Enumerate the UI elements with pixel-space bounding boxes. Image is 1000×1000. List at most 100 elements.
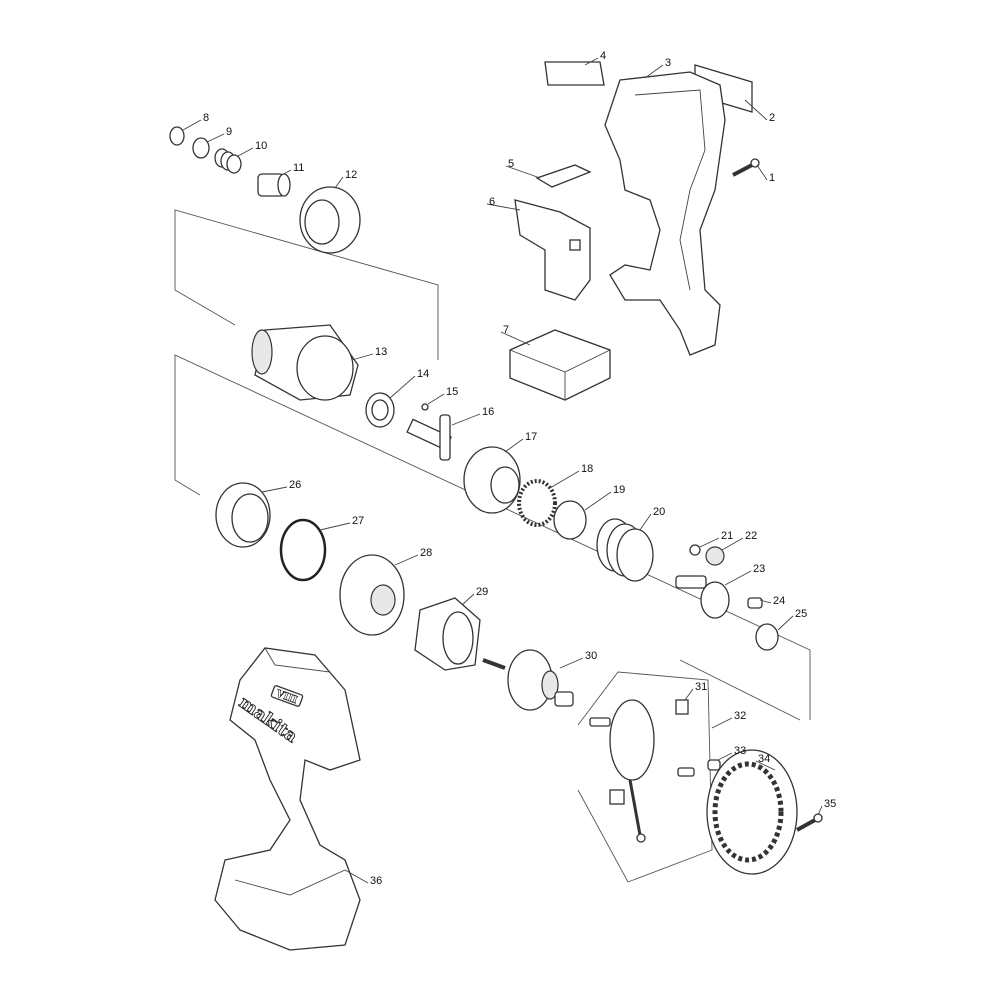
part-34-rear-cover [706, 749, 798, 875]
part-label-6: 6 [489, 196, 495, 208]
part-22-spur-gear [705, 546, 725, 566]
part-36-housing-set: VIII makita [214, 647, 361, 951]
leader-line-14 [389, 375, 416, 399]
part-label-1: 1 [769, 172, 775, 184]
leader-line-9 [206, 133, 225, 143]
leader-line-8 [182, 119, 202, 131]
part-17-hammer [463, 446, 521, 514]
leader-line-12 [334, 176, 344, 189]
part-13-hammer-case [251, 324, 359, 401]
part-label-28: 28 [420, 547, 432, 559]
part-15-steel-ball [421, 403, 429, 411]
part-label-9: 9 [226, 126, 232, 138]
leader-line-1 [756, 164, 768, 181]
leader-line-16 [451, 413, 481, 426]
part-11-sleeve [257, 173, 291, 197]
part-label-27: 27 [352, 515, 364, 527]
part-33-pin [707, 759, 721, 771]
part-label-3: 3 [665, 57, 671, 69]
leader-line-27 [319, 522, 351, 531]
leader-line-5 [505, 165, 541, 179]
leader-line-6 [486, 203, 521, 211]
leader-line-18 [549, 470, 580, 489]
leader-line-23 [724, 570, 752, 586]
part-8-retaining-ring [169, 126, 185, 146]
leader-line-15 [427, 393, 445, 405]
part-label-33: 33 [734, 745, 746, 757]
leader-line-35 [817, 805, 823, 816]
frame-motor-group [577, 671, 713, 883]
model-badge-frame [270, 685, 304, 707]
leader-line-4 [584, 57, 599, 66]
part-label-30: 30 [585, 650, 597, 662]
part-5-button [535, 164, 592, 188]
leader-line-32 [711, 717, 733, 729]
part-16-anvil [406, 414, 452, 461]
leader-line-17 [504, 438, 524, 453]
part-9-washer [192, 137, 210, 159]
part-28-gear-housing [339, 554, 405, 636]
leader-line-31 [684, 688, 694, 701]
part-label-25: 25 [795, 608, 807, 620]
part-label-21: 21 [721, 530, 733, 542]
part-label-19: 19 [613, 484, 625, 496]
frame-upper-edge [174, 289, 236, 326]
leader-line-10 [237, 147, 254, 157]
part-label-16: 16 [482, 406, 494, 418]
part-label-12: 12 [345, 169, 357, 181]
part-25-o-ring [755, 623, 779, 651]
part-label-29: 29 [476, 586, 488, 598]
leader-line-13 [351, 353, 374, 361]
part-3-housing [604, 71, 726, 356]
part-24-pin [747, 597, 763, 609]
part-label-18: 18 [581, 463, 593, 475]
part-4-label [544, 61, 605, 86]
part-label-24: 24 [773, 595, 785, 607]
leader-line-21 [699, 537, 720, 548]
part-19-flat-washer [553, 500, 587, 540]
part-label-2: 2 [769, 112, 775, 124]
leader-line-24 [759, 599, 772, 604]
part-14-washer [365, 392, 395, 428]
part-label-31: 31 [695, 681, 707, 693]
part-label-14: 14 [417, 368, 429, 380]
part-label-36: 36 [370, 875, 382, 887]
part-1-screw [732, 158, 760, 177]
part-label-32: 32 [734, 710, 746, 722]
part-21-steel-ball [689, 544, 701, 556]
part-label-11: 11 [293, 162, 304, 174]
part-label-8: 8 [203, 112, 209, 124]
frame-upper [174, 209, 439, 360]
leader-line-2 [744, 99, 768, 121]
leader-line-29 [461, 593, 475, 606]
part-label-26: 26 [289, 479, 301, 491]
part-label-34: 34 [758, 753, 770, 765]
part-20-compression-spring [596, 518, 654, 582]
frame-lower-edge-2 [679, 659, 801, 721]
leader-line-3 [644, 64, 664, 79]
part-23-spindle [675, 575, 730, 619]
leader-line-22 [721, 537, 744, 551]
part-label-35: 35 [824, 798, 836, 810]
part-18-steel-balls [517, 479, 557, 527]
part-6-switch [514, 199, 591, 301]
part-label-4: 4 [600, 50, 606, 62]
part-31-stator-assembly [589, 699, 695, 843]
part-label-23: 23 [753, 563, 765, 575]
part-label-17: 17 [525, 431, 537, 443]
part-label-5: 5 [508, 158, 514, 170]
frame-lower-edge [174, 479, 201, 496]
part-10-spring [214, 148, 242, 174]
leader-line-11 [279, 169, 292, 177]
leader-line-7 [500, 331, 531, 346]
leader-line-26 [261, 486, 288, 493]
part-7-controller [509, 329, 611, 401]
leader-line-34 [755, 760, 776, 771]
leader-line-30 [559, 657, 584, 669]
part-label-22: 22 [745, 530, 757, 542]
part-30-rotor [482, 649, 574, 711]
part-label-7: 7 [503, 324, 509, 336]
